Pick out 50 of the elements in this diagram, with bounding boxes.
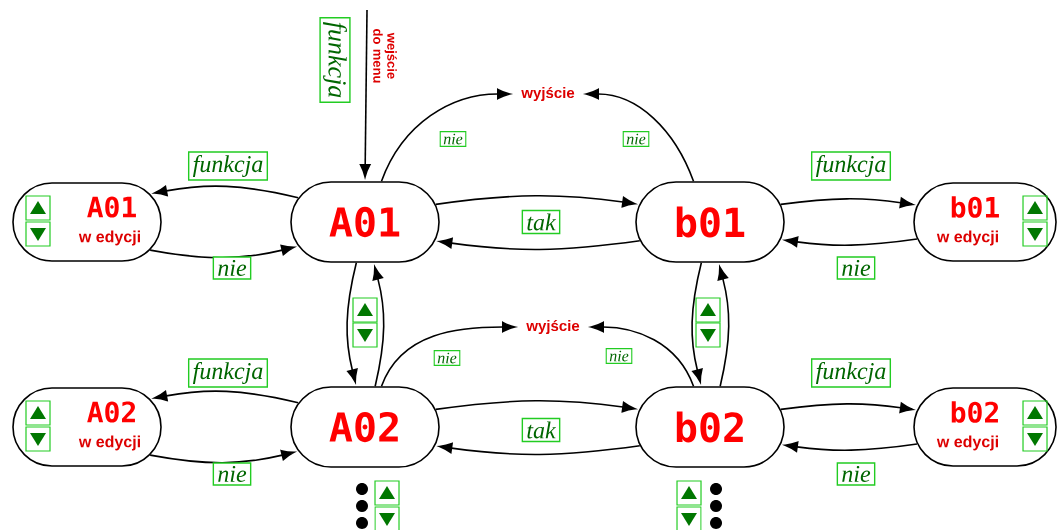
arrow (784, 236, 918, 248)
arrow (435, 195, 636, 208)
display-text: A01 (329, 206, 400, 238)
display-text: b02 (676, 411, 743, 443)
arrow (372, 266, 385, 387)
arrow (359, 9, 371, 178)
edge-label: nie (836, 462, 876, 486)
edge-label: funkcja (811, 151, 892, 181)
display-text: b01 (676, 206, 745, 238)
arrow (780, 402, 914, 414)
edge-label: nie (605, 348, 633, 364)
edge-label: nie (433, 350, 461, 366)
arrow (435, 400, 636, 413)
status-text: w edycji (78, 435, 140, 451)
edge-label: tak (521, 209, 561, 235)
arrow (438, 237, 641, 251)
edge-label: nie (439, 131, 467, 147)
status-text: w edycji (936, 230, 998, 246)
arrow (691, 262, 703, 383)
status-text: w edycji (936, 435, 998, 451)
edge-label: funkcja (188, 358, 268, 388)
edge-label: funkcja (811, 358, 892, 388)
arrow (149, 449, 295, 464)
display-text: b02 (951, 401, 998, 423)
arrow (780, 197, 914, 209)
edge-label: nie (622, 131, 650, 147)
display-text: A02 (329, 411, 398, 443)
display-text: A01 (87, 196, 136, 218)
menu-entry-text: wejście do menu (373, 29, 397, 83)
edge-label: funkcja (319, 17, 351, 103)
status-text: w edycji (78, 230, 140, 246)
arrow (346, 262, 358, 383)
arrow (380, 321, 516, 387)
arrow (585, 88, 695, 182)
arrow (438, 442, 641, 456)
exit-text: wyjście (526, 319, 580, 335)
edge-label: tak (521, 417, 561, 443)
arrow (717, 266, 730, 387)
display-text: b01 (951, 196, 999, 218)
arrow (153, 390, 300, 404)
display-text: A02 (87, 401, 135, 423)
edge-label: nie (212, 462, 252, 486)
edge-label: nie (836, 256, 876, 280)
edge-label: funkcja (188, 151, 268, 181)
edge-label: nie (212, 256, 252, 280)
arrow (784, 441, 918, 453)
arrow (380, 88, 511, 182)
arrow (153, 185, 300, 199)
exit-text: wyjście (521, 86, 575, 102)
arrow (590, 321, 695, 387)
